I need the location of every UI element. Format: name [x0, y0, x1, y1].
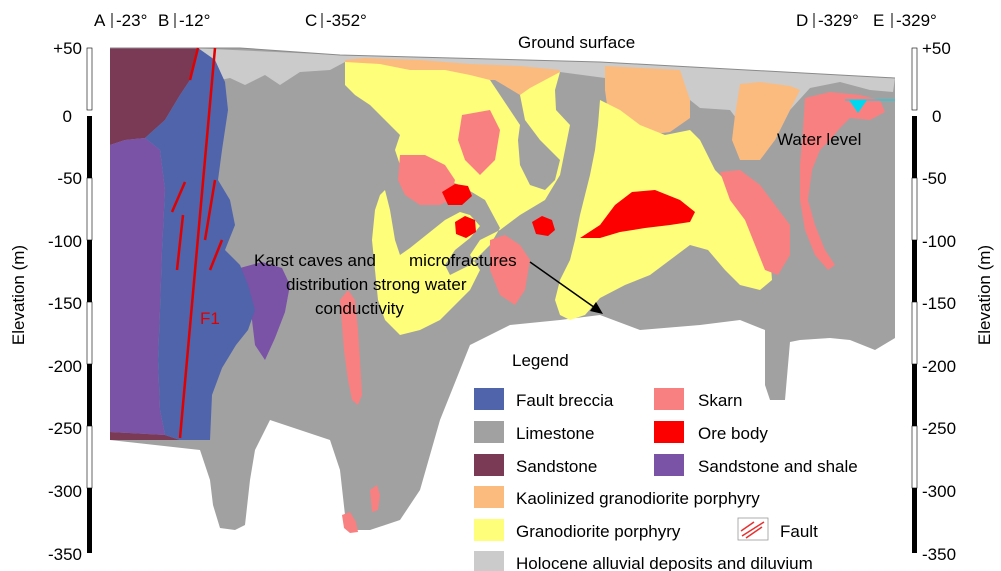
tick-label: -150	[48, 294, 82, 313]
marker-bearing: -12°	[179, 11, 210, 30]
marker-bearing: -352°	[326, 11, 367, 30]
tick-label: 0	[932, 107, 941, 126]
profile-markers: A -23° B -12° C -352° D -329° E -329°	[94, 11, 937, 30]
water-level-label: Water level	[777, 130, 861, 149]
legend-label: Ore body	[698, 424, 768, 443]
marker-bearing: -23°	[116, 11, 147, 30]
marker-bearing: -329°	[818, 11, 859, 30]
right-axis-title: Elevation (m)	[975, 245, 994, 345]
left-scale-bar	[87, 48, 92, 553]
right-scale-bar	[912, 48, 917, 553]
tick-label: -50	[922, 169, 947, 188]
tick-label: -100	[922, 232, 956, 251]
tick-label: -300	[48, 482, 82, 501]
legend-swatch	[474, 519, 504, 541]
legend-swatch	[474, 421, 504, 443]
tick-label: -250	[48, 419, 82, 438]
legend-label: Sandstone and shale	[698, 457, 858, 476]
legend-swatch	[654, 421, 684, 443]
tick-label: -100	[48, 232, 82, 251]
left-tick-labels: +50 0 -50 -100 -150 -200 -250 -300 -350	[48, 39, 82, 564]
marker-letter: C	[305, 11, 317, 30]
legend: Legend Fault breccia Limestone Sandstone…	[474, 351, 858, 571]
karst-caves-label: conductivity	[315, 299, 404, 318]
marker-letter: E	[873, 11, 884, 30]
legend-label: Limestone	[516, 424, 594, 443]
legend-label: Skarn	[698, 391, 742, 410]
legend-label: Sandstone	[516, 457, 597, 476]
tick-label: -200	[922, 357, 956, 376]
legend-label: Holocene alluvial deposits and diluvium	[516, 554, 813, 571]
tick-label: +50	[53, 39, 82, 58]
left-axis-title: Elevation (m)	[9, 245, 28, 345]
microfractures-label: microfractures	[409, 251, 517, 270]
karst-caves-label: distribution strong water	[286, 275, 467, 294]
tick-label: -300	[922, 482, 956, 501]
legend-swatch	[654, 388, 684, 410]
tick-label: +50	[922, 39, 951, 58]
legend-swatch	[474, 454, 504, 476]
marker-letter: D	[796, 11, 808, 30]
marker-letter: B	[158, 11, 169, 30]
tick-label: 0	[63, 107, 72, 126]
fault-f1-label: F1	[200, 309, 220, 328]
legend-swatch	[654, 454, 684, 476]
legend-label: Kaolinized granodiorite porphyry	[516, 489, 760, 508]
tick-label: -250	[922, 419, 956, 438]
ground-surface-label: Ground surface	[518, 33, 635, 52]
legend-label: Granodiorite porphyry	[516, 522, 681, 541]
tick-label: -200	[48, 357, 82, 376]
legend-swatch	[474, 388, 504, 410]
tick-label: -50	[57, 169, 82, 188]
fault-legend-icon	[738, 518, 768, 540]
karst-caves-label: Karst caves and	[254, 251, 376, 270]
tick-label: -150	[922, 294, 956, 313]
legend-label: Fault breccia	[516, 391, 614, 410]
marker-bearing: -329°	[896, 11, 937, 30]
tick-label: -350	[48, 545, 82, 564]
legend-label: Fault	[780, 522, 818, 541]
legend-swatch	[474, 551, 504, 571]
legend-title: Legend	[512, 351, 569, 370]
tick-label: -350	[922, 545, 956, 564]
right-tick-labels: +50 0 -50 -100 -150 -200 -250 -300 -350	[922, 39, 956, 564]
legend-swatch	[474, 486, 504, 508]
marker-letter: A	[94, 11, 106, 30]
sandstone-shale-unit	[110, 138, 165, 435]
